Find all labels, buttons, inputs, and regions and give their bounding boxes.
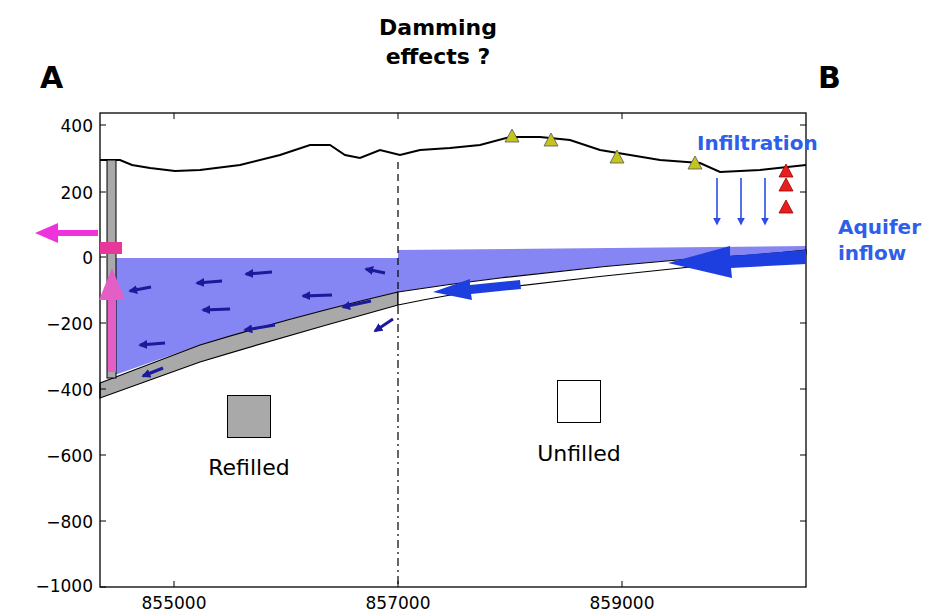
axis-tick-label: 200 bbox=[61, 182, 93, 204]
annotation-title: Damming effects ? bbox=[373, 14, 503, 71]
legend-swatch bbox=[227, 395, 271, 438]
axis-tick-label: −600 bbox=[46, 445, 93, 467]
axis-tick-label: 859000 bbox=[590, 592, 655, 614]
axis-tick-label: −400 bbox=[46, 379, 93, 401]
legend-swatch bbox=[557, 380, 601, 423]
infiltration-arrows bbox=[717, 178, 765, 224]
layer-flow-arrow bbox=[433, 279, 521, 300]
pumping-arrow bbox=[99, 268, 125, 372]
process-label: Infiltration bbox=[697, 130, 818, 156]
section-end-label: A bbox=[40, 58, 63, 97]
borehole-markers bbox=[779, 164, 793, 213]
axis-tick-label: −800 bbox=[46, 511, 93, 533]
axis-tick-label: 855000 bbox=[142, 592, 207, 614]
plot-frame bbox=[100, 113, 806, 587]
axis-ticks bbox=[100, 113, 806, 587]
refilled-layer bbox=[100, 292, 398, 398]
damming-line-lower bbox=[397, 306, 398, 587]
axis-tick-label: 0 bbox=[82, 247, 93, 269]
axis-tick-label: −1000 bbox=[35, 575, 93, 597]
flow-arrows bbox=[130, 269, 393, 376]
damming-line bbox=[397, 162, 398, 292]
station-markers bbox=[505, 129, 702, 169]
aquifer-inflow-arrow bbox=[668, 246, 806, 278]
outflow-arrow bbox=[35, 223, 98, 243]
axis-tick-label: 857000 bbox=[366, 592, 431, 614]
section-end-label: B bbox=[818, 58, 841, 97]
legend-label: Unfilled bbox=[537, 441, 621, 466]
axis-tick-label: −200 bbox=[46, 313, 93, 335]
axis-tick-label: 400 bbox=[61, 115, 93, 137]
pump bbox=[100, 242, 122, 254]
legend-label: Refilled bbox=[208, 455, 289, 480]
process-label: Aquifer inflow bbox=[838, 214, 938, 266]
